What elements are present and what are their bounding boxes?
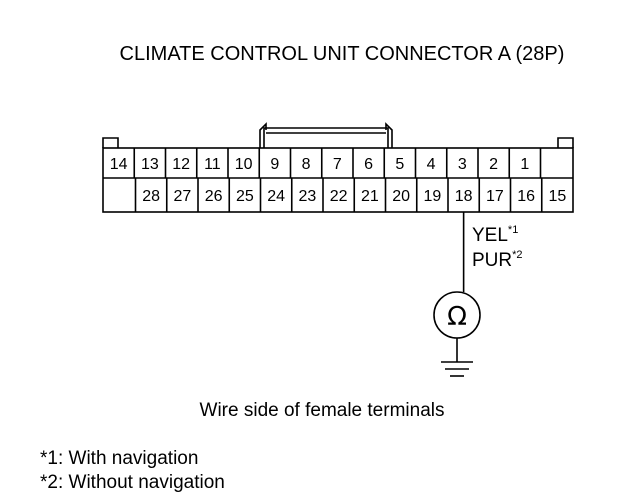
terminal-5: 5 — [395, 156, 404, 173]
terminal-27: 27 — [173, 188, 191, 205]
connector-housing — [102, 137, 574, 213]
terminal-16: 16 — [517, 188, 535, 205]
terminal-18: 18 — [455, 188, 473, 205]
wire-color-pur-mark: *2 — [512, 249, 522, 261]
connector-lock-tab — [259, 122, 393, 148]
diagram-caption: Wire side of female terminals — [200, 400, 445, 421]
wire-color-pur: PUR — [472, 250, 512, 271]
terminal-22: 22 — [330, 188, 348, 205]
svg-text:PUR*2: PUR*2 — [472, 249, 523, 271]
ohmmeter-icon: Ω — [433, 291, 481, 339]
svg-text:YEL*1: YEL*1 — [472, 224, 518, 246]
ohmmeter-symbol: Ω — [447, 302, 467, 332]
connector-bottom-row: 28 27 26 25 24 23 22 21 20 19 18 17 16 15 — [134, 178, 566, 212]
wire-color-labels: YEL*1 PUR*2 — [472, 224, 523, 271]
terminal-10: 10 — [235, 156, 253, 173]
terminal-28: 28 — [142, 188, 160, 205]
terminal-1: 1 — [520, 156, 529, 173]
diagram-title: CLIMATE CONTROL UNIT CONNECTOR A (28P) — [120, 43, 565, 65]
wire-color-yel: YEL — [472, 225, 508, 246]
terminal-19: 19 — [423, 188, 441, 205]
terminal-15: 15 — [548, 188, 566, 205]
terminal-25: 25 — [236, 188, 254, 205]
terminal-4: 4 — [427, 156, 436, 173]
terminal-7: 7 — [333, 156, 342, 173]
footnote-1: *1: With navigation — [40, 448, 198, 469]
terminal-13: 13 — [141, 156, 159, 173]
terminal-24: 24 — [267, 188, 285, 205]
terminal-23: 23 — [298, 188, 316, 205]
terminal-11: 11 — [204, 156, 221, 173]
terminal-12: 12 — [172, 156, 190, 173]
terminal-21: 21 — [361, 188, 379, 205]
footnote-2: *2: Without navigation — [40, 472, 225, 493]
terminal-14: 14 — [110, 156, 128, 173]
wire-color-yel-mark: *1 — [508, 224, 518, 236]
ground-icon — [441, 361, 473, 377]
terminal-6: 6 — [364, 156, 373, 173]
terminal-2: 2 — [489, 156, 498, 173]
terminal-17: 17 — [486, 188, 504, 205]
terminal-3: 3 — [458, 156, 467, 173]
connector-top-row: 14 13 12 11 10 9 8 7 6 5 4 3 2 1 — [110, 148, 542, 178]
terminal-20: 20 — [392, 188, 410, 205]
terminal-8: 8 — [302, 156, 311, 173]
terminal-9: 9 — [270, 156, 279, 173]
terminal-26: 26 — [205, 188, 223, 205]
